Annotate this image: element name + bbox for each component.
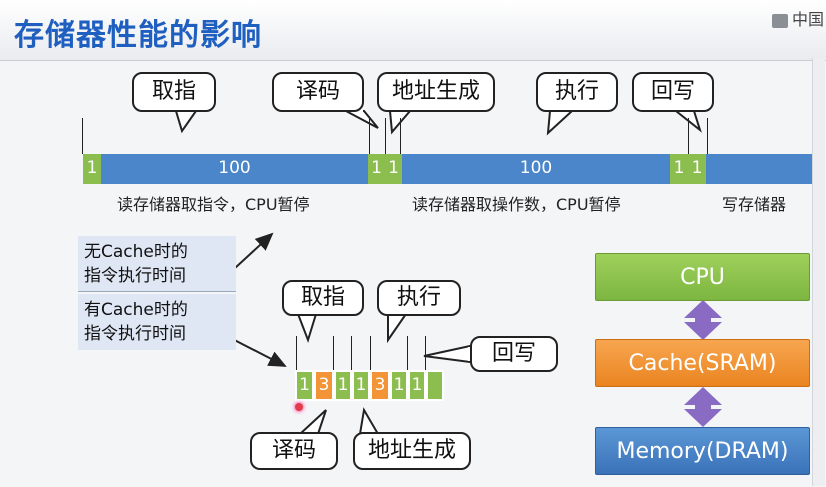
legend-with-cache-line1: 有Cache时的 (84, 300, 188, 320)
exec-callout-tail (546, 110, 575, 136)
callout-decode: 译码 (272, 72, 364, 112)
upper-tick (385, 118, 386, 154)
callout-writeback: 回写 (632, 72, 714, 112)
fetch-callout-tail (174, 110, 198, 134)
lower-tick (351, 336, 352, 370)
timeline-cell: 100 (101, 154, 368, 184)
upper-tick (82, 118, 83, 154)
legend-no-cache-line1: 无Cache时的 (84, 242, 188, 262)
upper-tick (369, 118, 370, 154)
timeline-cell: 1 (385, 154, 402, 184)
cache-memory-arrow (684, 387, 722, 427)
timeline-cell: 1 (688, 154, 706, 184)
decode-callout-tail (345, 110, 379, 129)
callout-fetch-cache: 取指 (282, 280, 364, 316)
cache-timeline-cell: 3 (370, 370, 390, 401)
cache-timeline-cell: 1 (390, 370, 408, 401)
cpu-box: CPU (595, 253, 810, 301)
timeline-cell: 1 (670, 154, 688, 184)
logo-icon (772, 13, 788, 28)
cache-timeline-cell: 1 (408, 370, 426, 401)
legend-no-cache-line2: 指令执行时间 (84, 266, 186, 286)
timeline-cell: 100 (402, 154, 670, 184)
callout-exec-cache: 执行 (377, 280, 461, 316)
cache-timeline-cell: 3 (314, 370, 334, 401)
legend-with-cache-line2: 指令执行时间 (84, 324, 186, 344)
callout-addr-gen-cache: 地址生成 (353, 432, 471, 470)
legend-with-cache: 有Cache时的 指令执行时间 (78, 294, 236, 350)
lower-tick (370, 336, 371, 370)
memory-box: Memory(DRAM) (595, 427, 810, 475)
caption-read-operand: 读存储器取操作数，CPU暂停 (412, 195, 621, 214)
cache-timeline-cell: 1 (352, 370, 370, 401)
timeline-cell: 1 (368, 154, 385, 184)
cache-timeline-cell: 1 (334, 370, 352, 401)
lower-tick (296, 336, 297, 370)
writeback2-callout-tail (423, 344, 471, 364)
slide-title: 存储器性能的影响 (14, 18, 262, 53)
logo-text: 中国 (792, 10, 825, 29)
logo: 中国 (772, 6, 824, 30)
caption-write-mem: 写存储器 (722, 195, 787, 214)
callout-writeback-cache: 回写 (470, 336, 558, 372)
addr2-callout-tail (358, 407, 380, 435)
callout-addr-gen: 地址生成 (377, 72, 495, 112)
fetch2-callout-tail (296, 313, 318, 344)
exec2-callout-tail (387, 313, 408, 344)
legend-no-cache: 无Cache时的 指令执行时间 (78, 236, 236, 292)
scrollbar[interactable] (812, 58, 825, 486)
lower-tick (333, 336, 334, 370)
decode2-callout-tail (297, 409, 327, 435)
slide-header: 存储器性能的影响 中国 (0, 0, 826, 61)
timeline-cell: 1 (83, 154, 101, 184)
cpu-cache-arrow (684, 300, 722, 340)
cache-timeline-cell: 1 (295, 370, 314, 401)
upper-tick (400, 118, 401, 154)
upper-tick (707, 118, 708, 154)
callout-fetch: 取指 (132, 72, 216, 112)
cache-box: Cache(SRAM) (595, 339, 810, 387)
upper-tick (688, 118, 689, 154)
timeline-cell-tail (706, 154, 812, 184)
pointer-cursor-icon (295, 403, 303, 411)
lower-tick (407, 336, 408, 370)
callout-decode-cache: 译码 (250, 432, 338, 470)
caption-read-inst: 读存储器取指令，CPU暂停 (117, 195, 310, 214)
lower-tick (425, 336, 426, 370)
cache-timeline-cell-tail (426, 370, 444, 401)
callout-exec: 执行 (536, 72, 618, 112)
